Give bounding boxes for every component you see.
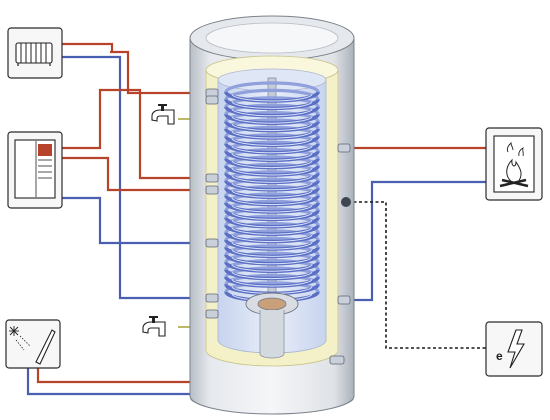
radiator-supply-pipe	[62, 42, 212, 95]
tap-icon	[142, 316, 166, 337]
solar-collector-box[interactable]	[5, 319, 61, 369]
heat-pump-return-pipe	[62, 196, 212, 245]
coil-highlight	[231, 167, 313, 176]
coil-highlight	[231, 182, 313, 191]
heating-element	[259, 310, 285, 359]
coil-highlight	[231, 249, 313, 257]
storage-tank	[189, 15, 355, 415]
electric-heater-icon	[507, 329, 525, 369]
electric-heater-label: e	[496, 349, 503, 363]
tap-icon	[151, 104, 175, 125]
radiator-return-pipe	[62, 55, 212, 300]
coil-highlight	[231, 197, 313, 206]
coil-highlight	[231, 264, 313, 272]
heat-pump-supply-pipe	[62, 88, 212, 180]
tank-ports-left	[205, 88, 219, 319]
coil-highlight	[231, 256, 313, 265]
coil-highlight	[231, 278, 313, 287]
radiator-box[interactable]	[7, 27, 63, 79]
coil-highlight	[231, 138, 313, 146]
coil-highlight	[231, 123, 313, 132]
sensor-port	[341, 197, 351, 207]
port	[329, 355, 345, 365]
port	[337, 295, 351, 305]
cold-water-tap[interactable]	[142, 316, 166, 337]
solar-collector-frame	[5, 319, 61, 369]
wood-fire-icon	[493, 135, 535, 193]
coil-highlight	[231, 145, 313, 154]
port	[205, 185, 219, 195]
flange-core	[257, 297, 287, 311]
coil-highlight	[231, 204, 313, 213]
coil-highlight	[231, 175, 313, 183]
coil-highlight	[231, 101, 313, 109]
port	[205, 238, 219, 248]
coil-highlight	[231, 271, 313, 280]
coil-highlight	[231, 130, 313, 139]
coil-highlight	[231, 227, 313, 235]
port	[205, 309, 219, 319]
coil-highlight	[231, 241, 313, 250]
coil-highlight	[231, 234, 313, 243]
coil-highlight	[231, 219, 313, 228]
wood-stove-box[interactable]	[485, 127, 543, 201]
heat-exchanger-coil	[224, 81, 320, 303]
heat-pump-flow-pipe	[62, 156, 212, 192]
port	[337, 143, 351, 153]
coil-highlight	[231, 108, 313, 117]
heat-pump-icon	[14, 139, 56, 199]
coil-highlight	[231, 153, 313, 161]
stove-return-pipe	[346, 180, 486, 302]
coil-highlight	[231, 212, 313, 220]
radiator-icon	[15, 42, 53, 66]
coil-highlight	[231, 190, 313, 198]
coil-winding-back	[224, 81, 320, 93]
hot-water-tap[interactable]	[151, 104, 175, 125]
heat-pump-box[interactable]	[7, 131, 63, 209]
tank-lid-inner	[205, 22, 339, 54]
electric-line	[348, 201, 486, 349]
electric-heater-box[interactable]: e	[485, 321, 543, 377]
coil-highlight	[231, 93, 313, 102]
port	[205, 293, 219, 303]
coil-highlight	[231, 160, 313, 169]
solar-collector-icon	[9, 326, 56, 365]
port	[205, 95, 219, 105]
port	[205, 173, 219, 183]
coil-highlight	[231, 116, 313, 124]
tank-ports-right	[329, 143, 351, 365]
